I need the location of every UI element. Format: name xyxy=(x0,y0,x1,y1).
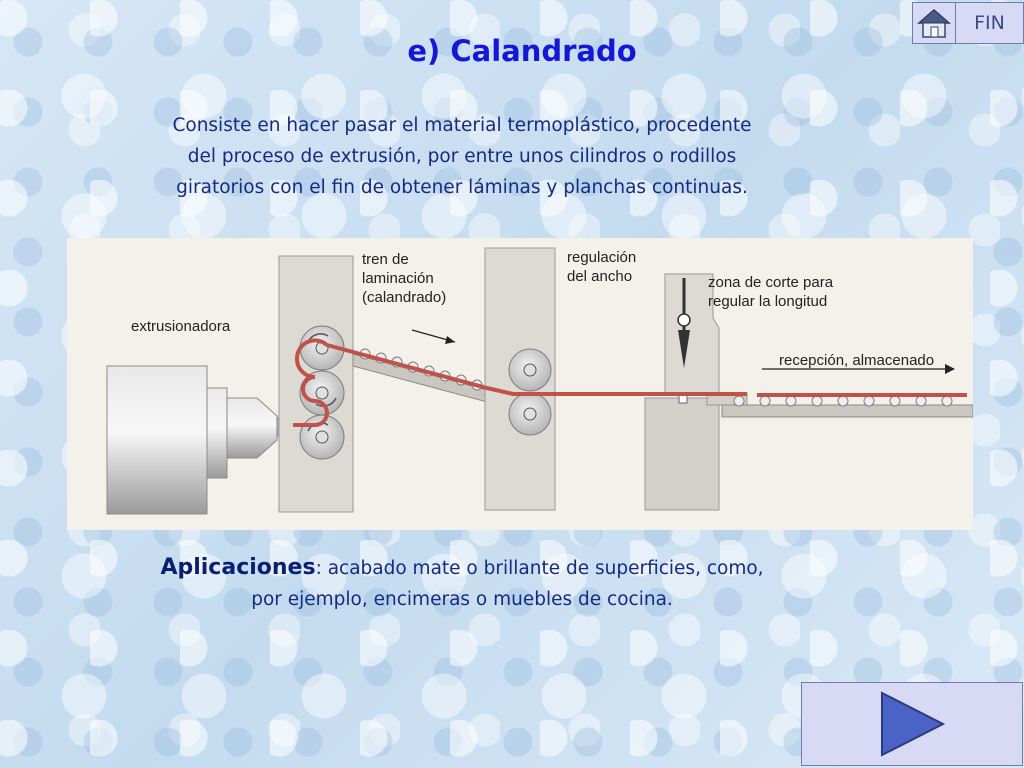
calendering-illustration xyxy=(106,247,973,515)
label-extruder: extrusionadora xyxy=(131,318,231,335)
applications-text: Aplicaciones: acabado mate o brillante d… xyxy=(112,552,812,615)
fin-button[interactable]: FIN xyxy=(956,3,1023,43)
top-navigation: FIN xyxy=(912,2,1024,44)
label-reception: recepción, almacenado xyxy=(779,352,935,369)
direction-arrow xyxy=(762,364,955,374)
house-icon xyxy=(917,9,951,38)
intro-line: del proceso de extrusión, por entre unos… xyxy=(187,146,737,167)
applications-text-part: : acabado mate o brillante de superficie… xyxy=(315,558,764,579)
calendering-diagram: extrusionadora tren de laminación (calan… xyxy=(67,238,973,530)
direction-arrow xyxy=(411,329,456,344)
extruder xyxy=(106,365,294,515)
width-regulation-stand xyxy=(484,247,556,511)
reception-conveyor xyxy=(721,395,973,418)
label-calender: tren de laminación (calandrado) xyxy=(362,251,447,306)
home-button[interactable] xyxy=(913,3,956,43)
label-cutting-zone: zona de corte para regular la longitud xyxy=(708,274,834,310)
plastic-sheet xyxy=(293,338,747,427)
calender-stand xyxy=(278,255,354,513)
cutting-zone xyxy=(644,273,748,511)
play-arrow-icon xyxy=(881,691,946,757)
intro-line: giratorios con el fin de obtener láminas… xyxy=(176,177,748,198)
applications-line: por ejemplo, encimeras o muebles de coci… xyxy=(251,589,673,610)
label-width-regulation: regulación del ancho xyxy=(567,249,637,285)
intro-line: Consiste en hacer pasar el material term… xyxy=(172,115,752,136)
applications-label: Aplicaciones xyxy=(160,555,316,580)
applications-line: Aplicaciones: acabado mate o brillante d… xyxy=(112,552,812,584)
next-slide-button[interactable] xyxy=(801,682,1023,766)
intro-text: Consiste en hacer pasar el material term… xyxy=(112,110,812,203)
slide-title: e) Calandrado xyxy=(407,34,637,68)
